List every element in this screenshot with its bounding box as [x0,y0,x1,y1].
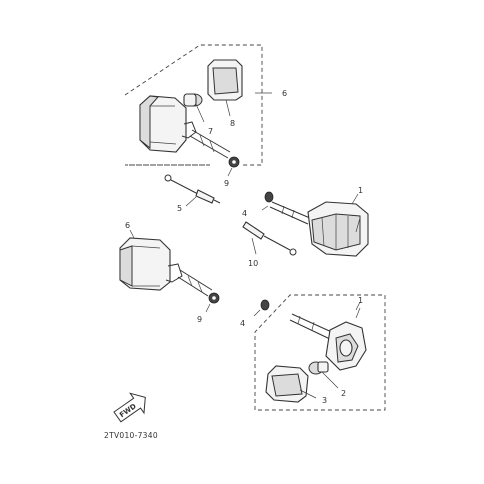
nut-9-lower [205,292,220,313]
flasher-assembly-left [119,229,213,297]
callout-6-upper: 6 [282,89,287,98]
callout-3: 3 [322,396,327,405]
lens-3 [265,365,317,403]
callout-1-upper: 1 [358,186,363,195]
assembly-box-lower [254,294,386,411]
callout-8: 8 [230,119,235,128]
lens-8 [207,59,243,117]
callout-7: 7 [208,127,213,136]
fwd-arrow-icon: FWD [113,392,146,423]
bulb-2 [308,361,339,389]
flasher-assembly-right-lower [253,299,367,371]
assembly-box-upper [124,44,263,166]
callout-9-lower: 9 [197,315,202,324]
callout-4-lower: 4 [240,319,245,328]
callout-10: 10 [248,259,258,268]
flasher-assembly-right-upper [261,191,369,257]
wire-5 [164,174,221,207]
nut-9-upper [227,156,240,177]
bulb-7 [183,93,205,123]
callout-1-lower: 1 [358,296,363,305]
callout-9-upper: 9 [224,179,229,188]
callout-2: 2 [341,389,346,398]
callout-5: 5 [177,204,182,213]
callout-6-left: 6 [125,221,130,230]
drawing-code: 2TV010-7340 [104,431,158,440]
callout-4-upper: 4 [242,209,247,218]
wire-10 [242,221,297,256]
flasher-assembly-upper-left [139,95,231,159]
